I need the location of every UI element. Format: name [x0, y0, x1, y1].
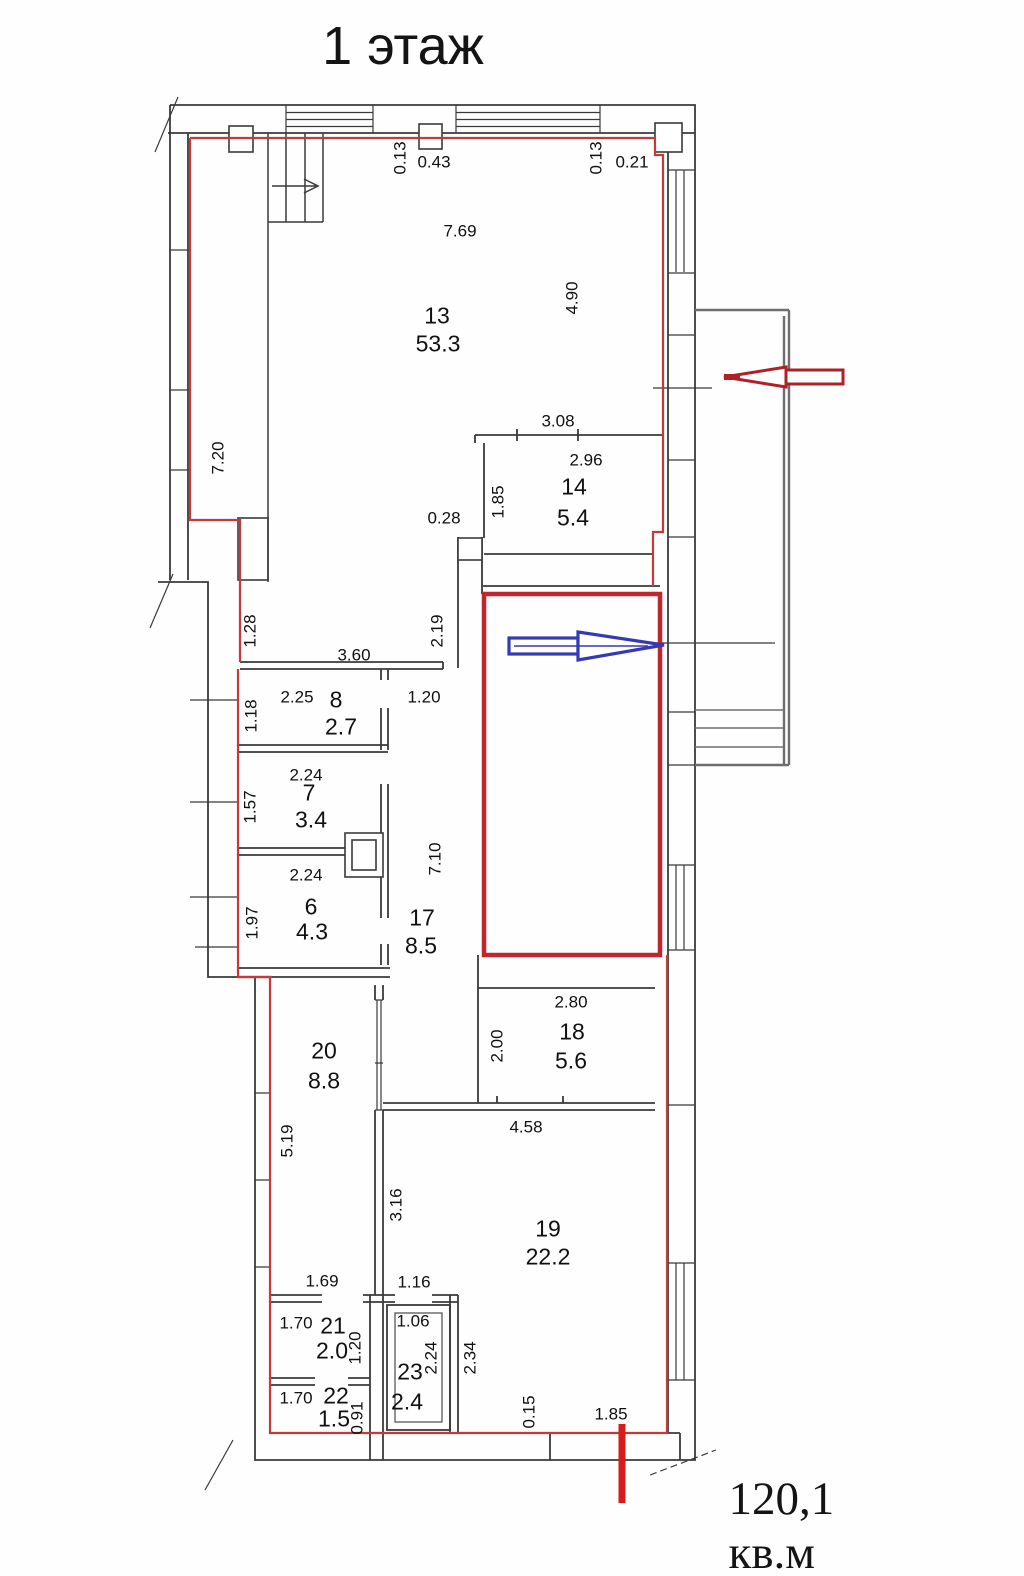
dimension-label-1: 0.43: [417, 152, 451, 172]
room-number-17: 17: [409, 904, 435, 931]
dimension-label-13: 3.60: [337, 645, 371, 665]
room-area-8: 2.7: [325, 713, 357, 740]
dimension-label-29: 1.70: [279, 1313, 313, 1333]
dimension-label-7: 3.08: [541, 411, 575, 431]
dimension-label-17: 2.24: [289, 765, 323, 785]
dimension-label-23: 2.00: [487, 1029, 507, 1063]
dimension-label-6: 7.20: [208, 441, 228, 475]
balcony: [695, 308, 791, 767]
wall-ticks: [170, 169, 775, 1381]
dimension-label-25: 5.19: [277, 1124, 297, 1158]
room-area-17: 8.5: [405, 932, 437, 959]
dimension-label-22: 2.80: [554, 992, 588, 1012]
room-number-8: 8: [329, 686, 343, 713]
room-number-6: 6: [304, 893, 318, 920]
dimension-label-14: 2.25: [280, 687, 314, 707]
dimension-label-11: 1.28: [240, 614, 260, 648]
total-area-label: 120,1 кв.м: [728, 1473, 835, 1576]
dimension-label-0: 0.13: [390, 141, 410, 175]
blue-arrow: [507, 630, 665, 662]
dimension-label-16: 1.18: [241, 699, 261, 733]
interior-walls: [238, 429, 663, 1460]
dimension-label-18: 1.57: [240, 790, 260, 824]
dimension-label-19: 2.24: [289, 865, 323, 885]
stairs-direction-arrow: [272, 178, 320, 194]
dimension-label-10: 0.28: [427, 508, 461, 528]
break-marks: [149, 96, 717, 1491]
room-area-20: 8.8: [308, 1067, 340, 1094]
page-title: 1 этаж: [322, 16, 484, 76]
dimension-label-21: 7.10: [425, 842, 445, 876]
dimension-label-12: 2.19: [427, 614, 447, 648]
room-area-21: 2.0: [316, 1337, 348, 1364]
room-area-23: 2.4: [391, 1388, 423, 1415]
dimension-label-28: 1.16: [397, 1272, 431, 1292]
dimension-label-31: 1.06: [396, 1311, 430, 1331]
room-area-6: 4.3: [296, 918, 328, 945]
room-number-14: 14: [561, 473, 587, 500]
staircase: [267, 133, 324, 582]
room-area-7: 3.4: [295, 806, 327, 833]
dimension-label-2: 0.13: [586, 141, 606, 175]
highlighted-room-outline: [481, 591, 663, 958]
dimension-label-37: 1.85: [594, 1404, 628, 1424]
dimension-label-15: 1.20: [407, 687, 441, 707]
dimension-label-34: 1.70: [279, 1388, 313, 1408]
room-area-18: 5.6: [555, 1047, 587, 1074]
red-arrow: [723, 365, 845, 389]
apartment-red-outline: [188, 136, 669, 1435]
room-area-19: 22.2: [525, 1243, 571, 1270]
room-number-23: 23: [397, 1358, 423, 1385]
room-number-19: 19: [535, 1215, 561, 1242]
room-area-13: 53.3: [415, 330, 461, 357]
dimension-label-9: 1.85: [488, 485, 508, 519]
room-number-21: 21: [320, 1312, 346, 1339]
dimension-label-30: 1.20: [345, 1331, 365, 1365]
room-number-13: 13: [424, 302, 450, 329]
room-area-22: 1.5: [318, 1405, 350, 1432]
dimension-label-24: 4.58: [509, 1117, 543, 1137]
dimension-label-8: 2.96: [569, 450, 603, 470]
room-number-18: 18: [559, 1018, 585, 1045]
room-number-22: 22: [323, 1382, 349, 1409]
window-hatches: [285, 105, 685, 1380]
wall-piers: [228, 122, 683, 878]
dimension-label-4: 7.69: [443, 221, 477, 241]
room-number-7: 7: [302, 779, 316, 806]
dimension-label-35: 0.91: [347, 1401, 367, 1435]
dimension-label-27: 1.69: [305, 1271, 339, 1291]
dimension-label-32: 2.24: [421, 1341, 441, 1375]
dimension-label-3: 0.21: [615, 152, 649, 172]
dimension-label-5: 4.90: [562, 281, 582, 315]
dimension-label-20: 1.97: [242, 906, 262, 940]
room-number-20: 20: [311, 1037, 337, 1064]
dimension-label-33: 2.34: [460, 1341, 480, 1375]
room-area-14: 5.4: [557, 504, 589, 531]
dimension-label-26: 3.16: [386, 1188, 406, 1222]
dimension-label-36: 0.15: [519, 1395, 539, 1429]
